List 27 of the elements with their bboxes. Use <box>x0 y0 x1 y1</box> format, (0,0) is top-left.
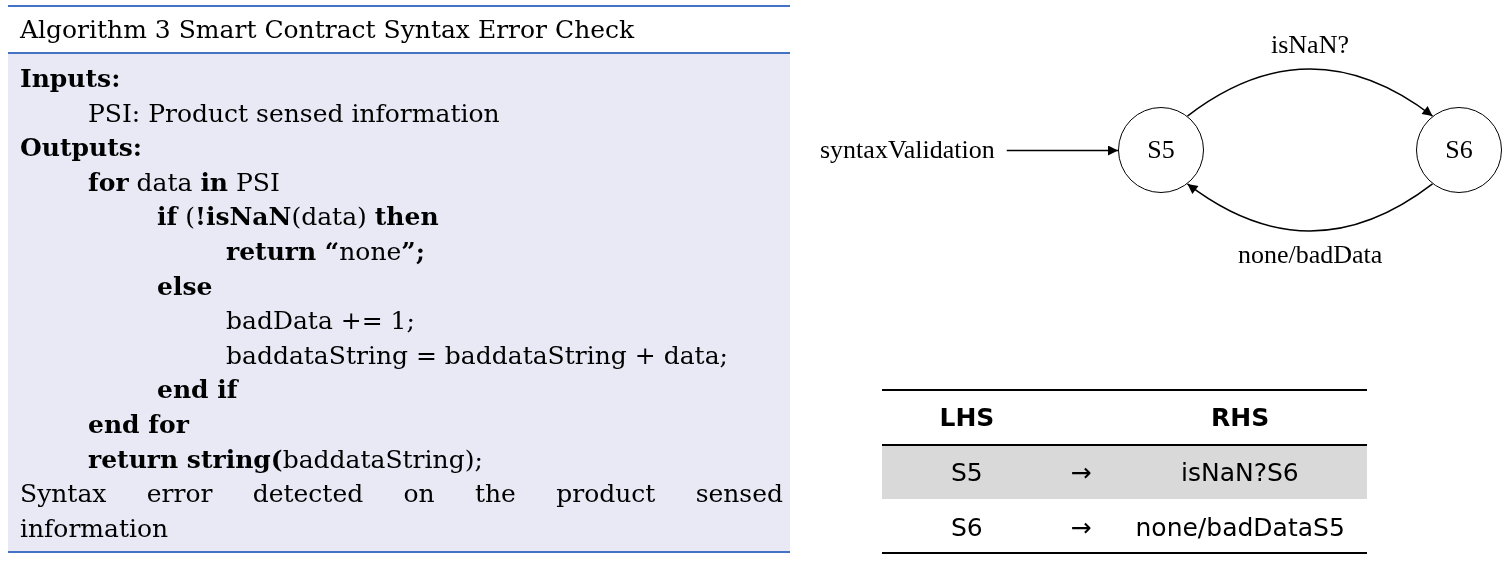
code-line: else <box>157 270 213 303</box>
code-line: if (!isNaN(data) then <box>157 201 439 234</box>
code-line: end if <box>157 374 238 407</box>
cell-text: none/badDataS5 <box>1135 512 1345 544</box>
algorithm-title: Algorithm 3 Smart Contract Syntax Error Check <box>20 14 635 46</box>
arrow <box>1006 145 1119 156</box>
code-line: return string(baddataString); <box>88 443 483 476</box>
code-line: baddataString = baddataString + data; <box>226 339 728 372</box>
column-header: LHS <box>939 402 995 434</box>
cell-text: isNaN?S6 <box>1181 457 1299 489</box>
column-header: RHS <box>1211 402 1270 434</box>
section-heading: Inputs: <box>20 63 121 95</box>
code-line: PSI: Product sensed information <box>88 97 500 130</box>
curved-arrow <box>1186 68 1434 117</box>
cell-text: → <box>1070 457 1092 489</box>
code-line: end for <box>88 409 189 441</box>
cell-text: → <box>1070 512 1092 544</box>
description-text: Syntax error detected on the product sensed information <box>20 478 783 545</box>
section-heading: Outputs: <box>20 132 142 165</box>
code-line: for data in PSI <box>88 166 280 199</box>
curved-arrow <box>1186 183 1434 232</box>
cell-text: S5 <box>951 457 983 489</box>
code-line: badData += 1; <box>226 305 415 338</box>
cell-text: S6 <box>951 512 983 544</box>
code-line: return “none”; <box>226 236 425 268</box>
algorithm-box <box>8 5 790 553</box>
event-label: syntaxValidation <box>820 133 995 167</box>
